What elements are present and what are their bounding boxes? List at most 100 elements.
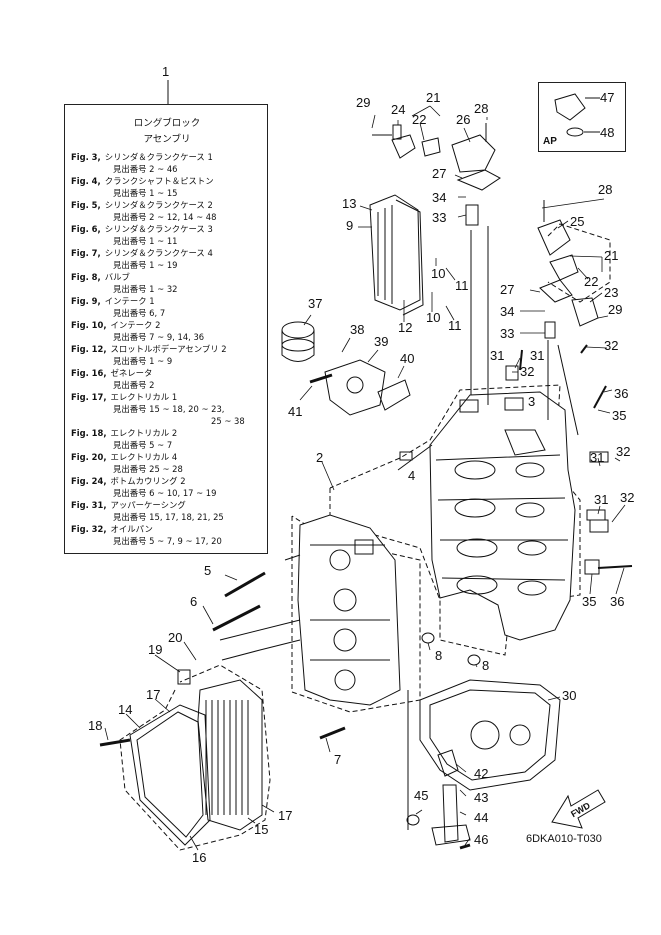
callout-31b: 31	[590, 450, 604, 465]
legend-entry-fig: Fig. 20,	[71, 452, 107, 462]
legend-entry-name: バルブ	[104, 272, 130, 282]
callout-34b: 34	[500, 304, 514, 319]
callout-2: 2	[316, 450, 323, 465]
thermostat-assembly-top	[372, 123, 501, 226]
callout-21a: 21	[426, 90, 440, 105]
legend-entry: Fig. 10,インテーク 2 見出番号 7 ~ 9, 14, 36	[71, 319, 267, 343]
legend-entry-sub: 見出番号 15 ~ 18, 20 ~ 23,	[113, 404, 225, 414]
legend-entry-sub: 見出番号 1 ~ 32	[113, 284, 178, 294]
callout-24: 24	[391, 102, 405, 117]
drawing-code: 6DKA010-T030	[526, 833, 602, 845]
legend-entry-fig: Fig. 4,	[71, 176, 101, 186]
legend-entry-name: インテーク 2	[110, 320, 161, 330]
callout-10b: 10	[426, 310, 440, 325]
callout-41: 41	[288, 404, 302, 419]
legend-entry-sub2: 25 ~ 38	[211, 416, 245, 426]
legend-entry-sub: 見出番号 2 ~ 12, 14 ~ 48	[113, 212, 217, 222]
callout-45: 45	[414, 788, 428, 803]
legend-entry-fig: Fig. 10,	[71, 320, 107, 330]
callout-34a: 34	[432, 190, 446, 205]
legend-entry-sub: 見出番号 6, 7	[113, 308, 166, 318]
header-callout-1: 1	[162, 64, 170, 79]
legend-entry-name: ゼネレータ	[110, 368, 153, 378]
callout-32a: 32	[604, 338, 618, 353]
callout-35b: 35	[582, 594, 596, 609]
callout-8b: 8	[482, 658, 489, 673]
callout-31a: 31	[490, 348, 504, 363]
callout-37: 37	[308, 296, 322, 311]
callout-12: 12	[398, 320, 412, 335]
legend-entry-sub: 見出番号 7 ~ 9, 14, 36	[113, 332, 205, 342]
callout-18: 18	[88, 718, 102, 733]
callout-29a: 29	[356, 95, 370, 110]
callout-27b: 27	[500, 282, 514, 297]
legend-entry-name: シリンダ＆クランクケース 1	[104, 152, 213, 162]
callout-32d: 32	[620, 490, 634, 505]
legend-entry-fig: Fig. 16,	[71, 368, 107, 378]
cylinder-head	[297, 514, 401, 706]
callout-4: 4	[408, 468, 415, 483]
callout-28a: 28	[474, 101, 488, 116]
legend-entry-name: シリンダ＆クランクケース 4	[104, 248, 213, 258]
exhaust-cover	[369, 194, 424, 316]
legend-entry-fig: Fig. 17,	[71, 392, 107, 402]
legend-entry-name: エレクトリカル 1	[110, 392, 178, 402]
callout-32c: 32	[616, 444, 630, 459]
thermostat-assembly-right	[537, 200, 599, 339]
guide-lines	[219, 226, 579, 830]
legend-entry-fig: Fig. 6,	[71, 224, 101, 234]
ap-label: AP	[543, 136, 557, 147]
legend-entry-sub: 見出番号 5 ~ 7	[113, 440, 173, 450]
callout-20: 20	[168, 630, 182, 645]
callout-8a: 8	[435, 648, 442, 663]
legend-entry-name: シリンダ＆クランクケース 2	[104, 200, 213, 210]
callout-48: 48	[600, 125, 614, 140]
callout-5: 5	[204, 563, 211, 578]
callout-43: 43	[474, 790, 488, 805]
oil-strainer	[406, 749, 471, 846]
callout-38: 38	[350, 322, 364, 337]
legend-entry-fig: Fig. 24,	[71, 476, 107, 486]
legend-title-line2: アセンブリ	[143, 134, 191, 145]
legend-entry-name: エレクトリカル 4	[110, 452, 178, 462]
legend-entry: Fig. 8,バルブ見出番号 1 ~ 32	[71, 271, 267, 295]
legend-entry-name: アッパーケーシング	[110, 500, 186, 510]
base-gasket	[419, 679, 561, 791]
callout-23: 23	[604, 285, 618, 300]
oil-filter	[281, 321, 315, 362]
legend-entry-sub: 見出番号 2 ~ 46	[113, 164, 178, 174]
legend-entry-sub: 見出番号 1 ~ 11	[113, 236, 178, 246]
callout-22b: 22	[584, 274, 598, 289]
callout-10a: 10	[431, 266, 445, 281]
legend-entry-sub: 見出番号 1 ~ 19	[113, 260, 178, 270]
legend-entry-sub: 見出番号 15, 17, 18, 21, 25	[113, 512, 224, 522]
callout-33b: 33	[500, 326, 514, 341]
legend-entry-name: スロットルボデーアセンブリ 2	[110, 344, 227, 354]
callout-31c: 31	[594, 492, 608, 507]
legend-entry-fig: Fig. 18,	[71, 428, 107, 438]
callout-36b: 36	[610, 594, 624, 609]
legend-entry-name: クランクシャフト＆ピストン	[104, 176, 214, 186]
legend-entry: Fig. 4,クランクシャフト＆ピストン見出番号 1 ~ 15	[71, 175, 267, 199]
legend-entry-fig: Fig. 8,	[71, 272, 101, 282]
legend-entry-sub: 見出番号 5 ~ 7, 9 ~ 17, 20	[113, 536, 222, 546]
legend-entry: Fig. 16,ゼネレータ見出番号 2	[71, 367, 267, 391]
legend-entry-fig: Fig. 5,	[71, 200, 101, 210]
legend-entry-fig: Fig. 9,	[71, 296, 101, 306]
callout-35a: 35	[612, 408, 626, 423]
bolts	[99, 344, 633, 850]
callout-11a: 11	[455, 278, 469, 293]
callout-11b: 11	[448, 318, 462, 333]
legend-entry-fig: Fig. 32,	[71, 524, 107, 534]
head-cover	[129, 679, 263, 846]
callout-47: 47	[600, 90, 614, 105]
callout-27a: 27	[432, 166, 446, 181]
callout-6: 6	[190, 594, 197, 609]
legend-entry-name: オイルパン	[110, 524, 153, 534]
